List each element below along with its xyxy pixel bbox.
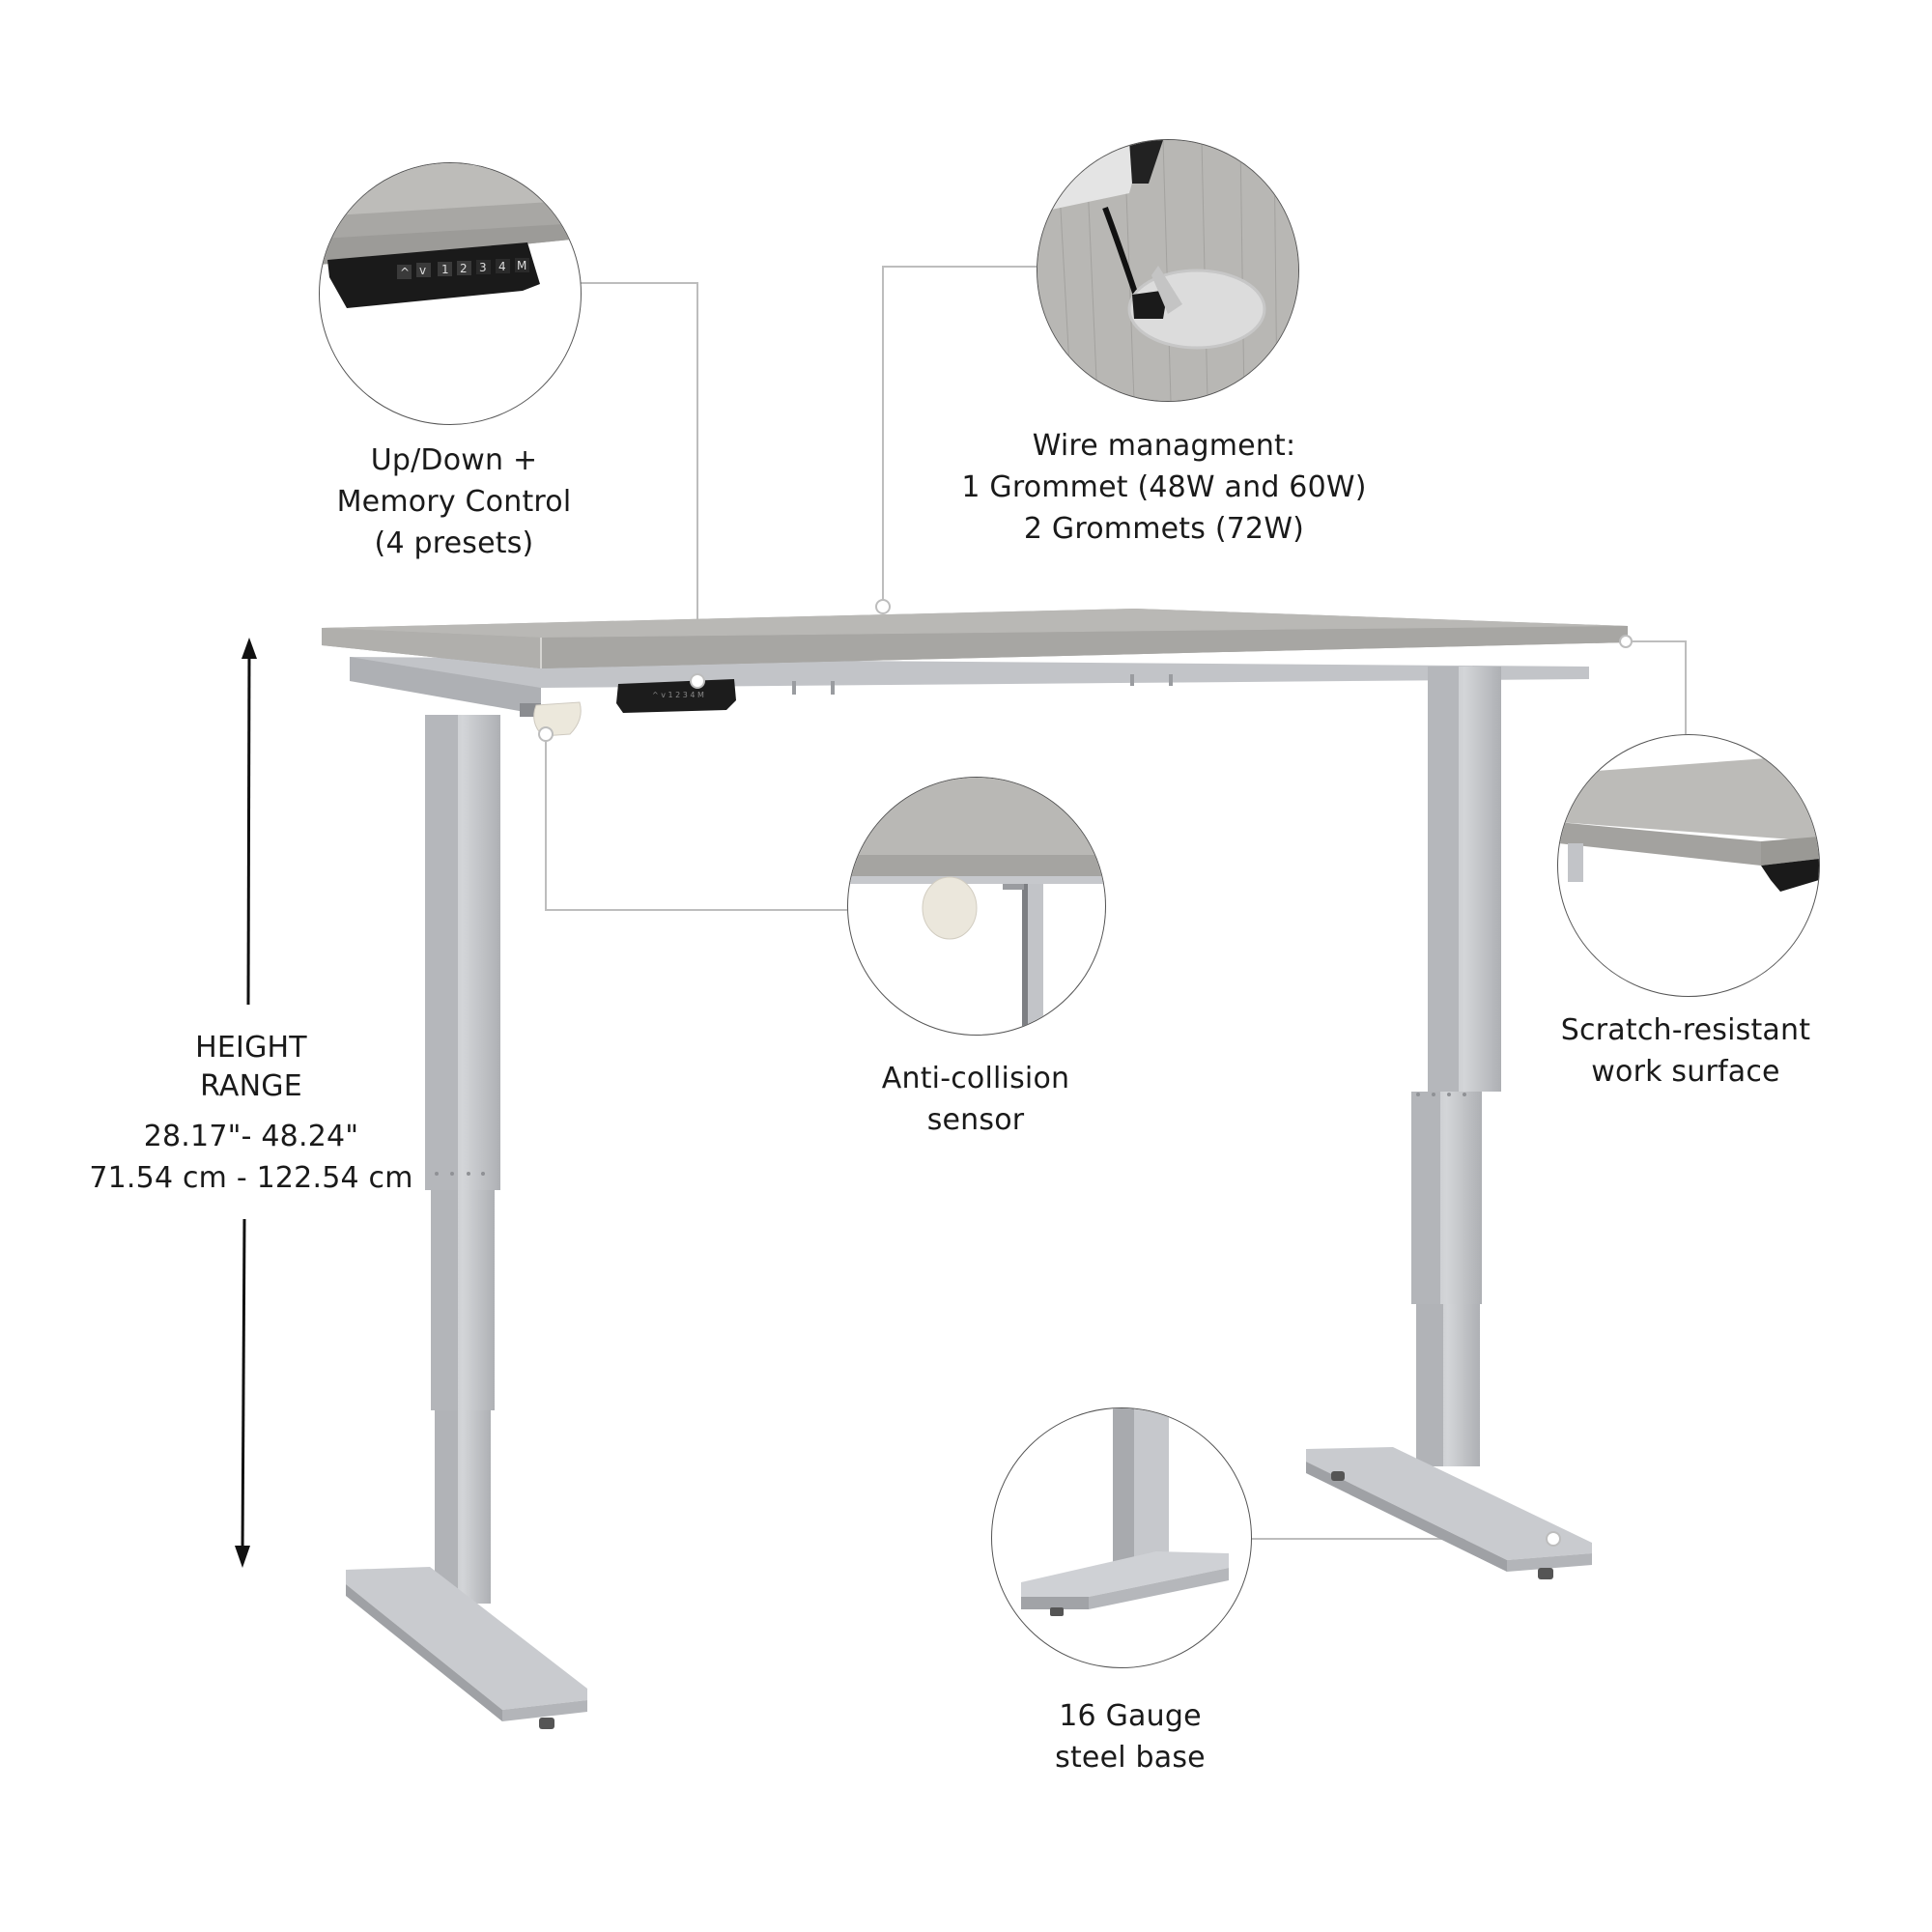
svg-text:v: v xyxy=(419,264,426,277)
leader-lines xyxy=(545,266,1687,1540)
sensor-label-line-2: sensor xyxy=(926,1103,1025,1137)
control-callout-label: Up/Down + Memory Control (4 presets) xyxy=(309,440,599,564)
right-leg xyxy=(1411,667,1501,1466)
control-panel-closeup: ^ v 1 2 3 4 M xyxy=(319,162,582,425)
wire-label-line-3: 2 Grommets (72W) xyxy=(1023,512,1305,546)
svg-text:M: M xyxy=(517,259,526,272)
leader-control xyxy=(580,282,698,681)
svg-text:1: 1 xyxy=(441,263,449,276)
base-label-line-2: steel base xyxy=(1055,1741,1206,1775)
wire-label-line-2: 1 Grommet (48W and 60W) xyxy=(961,470,1367,504)
surface-callout-label: Scratch-resistant work surface xyxy=(1541,1009,1831,1093)
surface-closeup xyxy=(1557,734,1820,997)
left-foot xyxy=(346,1567,587,1729)
surface-label-line-1: Scratch-resistant xyxy=(1560,1013,1811,1047)
svg-text:3: 3 xyxy=(479,261,487,274)
control-label-line-3: (4 presets) xyxy=(374,526,534,560)
base-callout-label: 16 Gauge steel base xyxy=(1005,1695,1256,1778)
height-value-inches: 28.17"- 48.24" xyxy=(143,1120,359,1153)
desktop-surface xyxy=(322,609,1628,668)
sensor-marker xyxy=(538,726,554,742)
height-title-line-2: RANGE xyxy=(200,1069,302,1103)
height-arrow xyxy=(235,638,257,1568)
sensor-label-line-1: Anti-collision xyxy=(881,1062,1070,1095)
grommet-closeup xyxy=(1037,139,1299,402)
sensor-closeup xyxy=(847,777,1106,1036)
base-closeup xyxy=(991,1407,1252,1668)
base-label-line-1: 16 Gauge xyxy=(1059,1699,1202,1733)
svg-text:2: 2 xyxy=(460,262,468,275)
desk-control-panel: ^ v 1 2 3 4 M xyxy=(616,673,736,713)
leader-surface xyxy=(1626,640,1687,734)
leader-sensor xyxy=(545,734,847,911)
surface-marker xyxy=(1619,635,1633,648)
wire-label-line-1: Wire managment: xyxy=(1032,429,1296,463)
surface-label-line-2: work surface xyxy=(1591,1055,1780,1089)
control-label-line-2: Memory Control xyxy=(336,485,572,519)
svg-text:4: 4 xyxy=(498,260,506,273)
svg-text:^: ^ xyxy=(400,266,410,279)
wire-callout-label: Wire managment: 1 Grommet (48W and 60W) … xyxy=(947,425,1381,550)
grommet-marker xyxy=(875,599,891,614)
control-label-line-1: Up/Down + xyxy=(370,443,538,477)
height-title-line-1: HEIGHT xyxy=(195,1031,307,1065)
control-panel-body xyxy=(327,242,540,308)
leader-wire xyxy=(882,266,1037,607)
left-leg xyxy=(425,715,500,1604)
svg-text:^ v 1 2 3 4 M: ^ v 1 2 3 4 M xyxy=(652,691,704,699)
right-foot xyxy=(1306,1447,1592,1579)
height-range-label: HEIGHT RANGE 28.17"- 48.24" 71.54 cm - 1… xyxy=(77,1029,425,1199)
sensor-callout-label: Anti-collision sensor xyxy=(850,1058,1101,1141)
height-value-cm: 71.54 cm - 122.54 cm xyxy=(89,1161,413,1195)
